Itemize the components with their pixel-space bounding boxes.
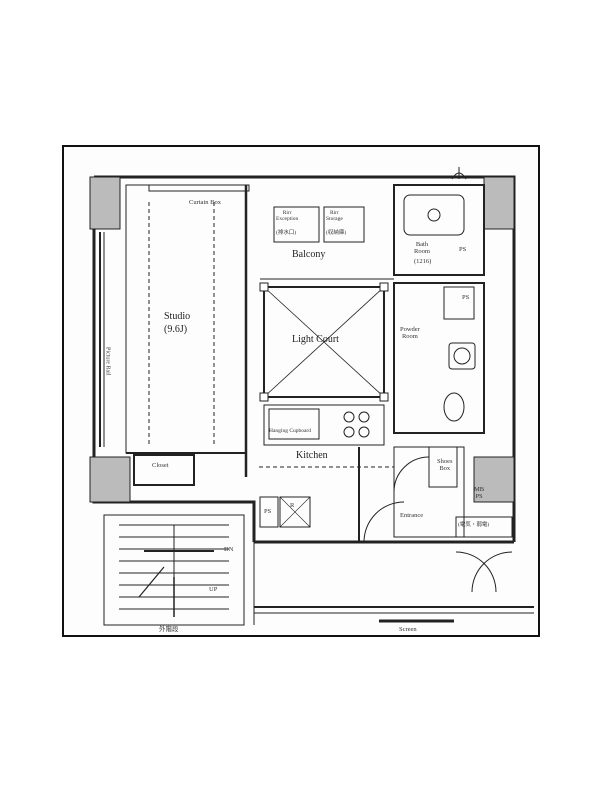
rirr-exception-sub: (排水口): [276, 230, 297, 236]
ps-boxes: [259, 496, 311, 528]
closet-box: [133, 454, 195, 486]
picture-rail-label: Picture Rail: [104, 347, 111, 376]
stair-up-label: UP: [209, 586, 218, 593]
r-label: R: [290, 502, 295, 509]
mb-note-label: (電気・弱電): [458, 522, 490, 528]
closet-label: Closet: [152, 462, 169, 469]
outside-stairs-label: 外階段: [159, 626, 179, 633]
rirr-exception-label: Rirr Exception: [276, 210, 299, 222]
bath-room-label: Bath Room: [414, 241, 430, 255]
ps-label-1: PS: [459, 246, 467, 253]
hanging-cupboard-label: Hanging Cupboard: [269, 428, 312, 434]
bath-powder-structure: [393, 167, 485, 434]
rirr-storage-sub: (収納庫): [326, 230, 347, 236]
ps-label-2: PS: [264, 508, 272, 515]
stair-dn-label: DN: [224, 546, 234, 553]
floor-plan-frame: Curtain Box Picture Rail Studio (9.6J) R…: [62, 145, 540, 637]
screen-label: Screen: [399, 626, 417, 633]
kitchen-structure: [259, 404, 394, 468]
light-court-label: Light Court: [292, 334, 339, 345]
shoes-box-label: Shoes Box: [437, 458, 453, 472]
bath-size-label: (1216): [414, 258, 432, 265]
entrance-structure: [358, 446, 465, 543]
wall-pillars: [89, 176, 515, 503]
curtain-box-label: Curtain Box: [189, 199, 221, 206]
kitchen-label: Kitchen: [296, 450, 328, 461]
mb-ps-structure: [455, 516, 513, 593]
light-court-structure: [259, 206, 394, 402]
ps-label-3: PS: [462, 294, 470, 301]
mb-ps-label: MB PS: [474, 486, 485, 500]
studio-label: Studio: [164, 311, 191, 322]
floor-plan-drawing: [89, 167, 534, 626]
studio-size-label: (9.6J): [164, 324, 188, 335]
corridor-lines: [253, 542, 534, 625]
powder-room-label: Powder Room: [400, 326, 420, 340]
balcony-label: Balcony: [292, 249, 326, 260]
studio-walls: [99, 184, 248, 477]
stairs: [103, 514, 245, 626]
entrance-label: Entrance: [400, 512, 424, 519]
rirr-storage-label: Rirr Storage: [326, 210, 343, 222]
curtain-box-line: [148, 184, 250, 192]
